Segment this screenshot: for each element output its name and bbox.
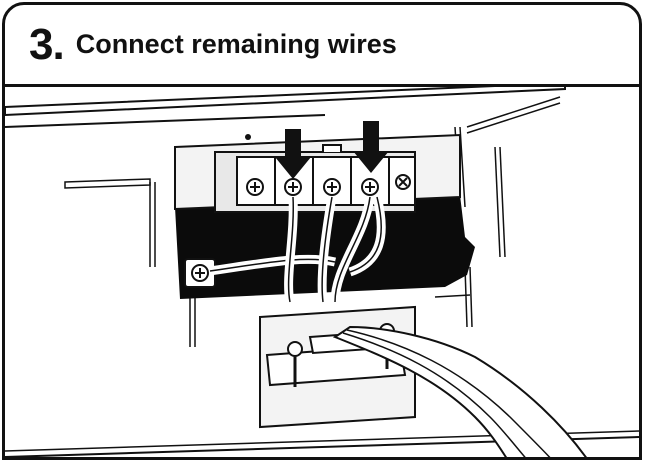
step-number: 3. <box>29 19 65 69</box>
wiring-illustration <box>5 87 639 457</box>
left-arrow <box>275 129 311 179</box>
step-title: Connect remaining wires <box>75 29 397 59</box>
instruction-card: 3. Connect remaining wires <box>2 2 642 460</box>
power-cord <box>332 325 587 457</box>
dryer-rear-panel <box>5 87 639 457</box>
down-arrows <box>275 121 389 179</box>
step-header: 3. Connect remaining wires <box>5 5 639 87</box>
strain-relief <box>259 305 416 429</box>
wires <box>284 195 386 303</box>
right-arrow <box>353 121 389 173</box>
wiring-diagram <box>5 87 639 457</box>
